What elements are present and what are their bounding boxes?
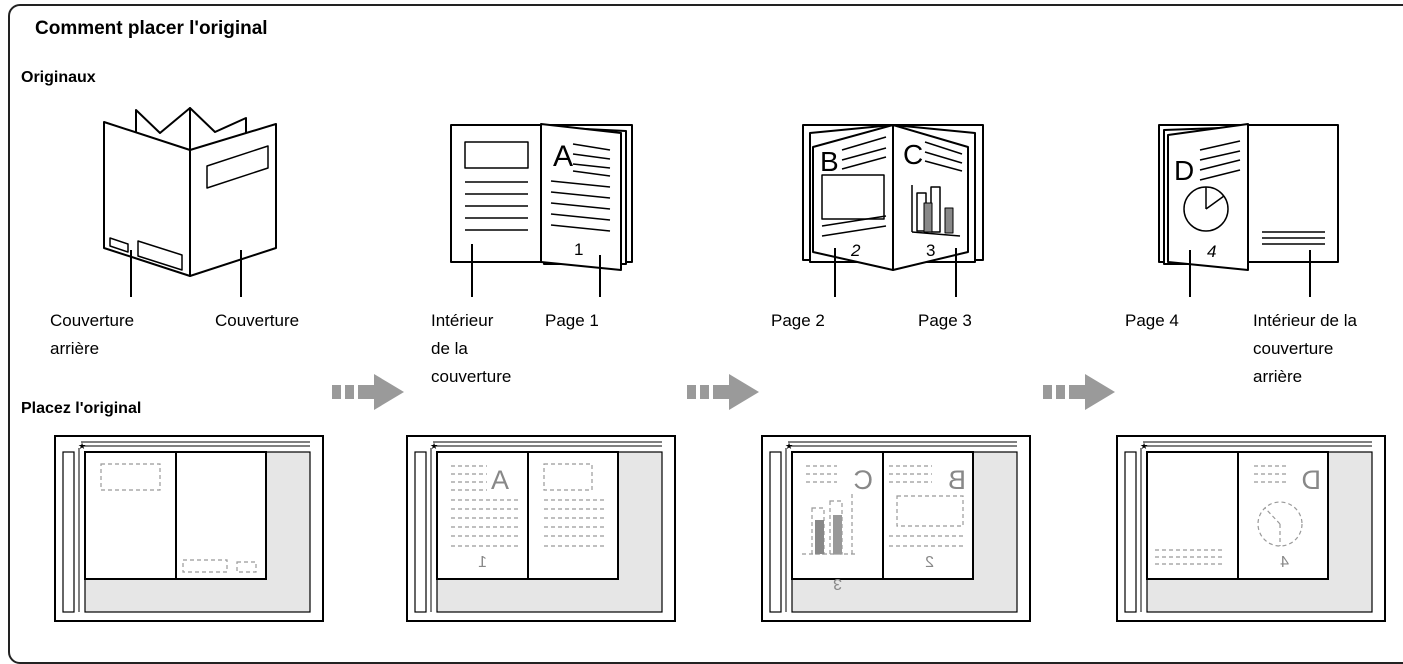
page-title: Comment placer l'original xyxy=(35,18,268,39)
flow-arrow-icon xyxy=(1043,374,1115,410)
glass-letter-b: B xyxy=(948,465,966,495)
section-originals-heading: Originaux xyxy=(21,69,96,86)
book-letter-d: D xyxy=(1174,155,1194,186)
svg-text:★: ★ xyxy=(1140,441,1148,451)
glass-page-number-2: 2 xyxy=(925,554,934,571)
book-page-number-2: 2 xyxy=(850,241,861,260)
book-letter-c: C xyxy=(903,139,923,170)
glass-letter-d: D xyxy=(1302,465,1322,495)
open-book-illustration xyxy=(802,124,984,297)
svg-text:★: ★ xyxy=(785,441,793,451)
label-cover: Couverture xyxy=(215,311,300,330)
glass-letter-a: A xyxy=(491,465,509,495)
label-inside-cover: Intérieur de la couverture xyxy=(431,311,512,386)
platen-glass-illustration: ★ xyxy=(54,435,324,622)
section-place-heading: Placez l'original xyxy=(21,400,142,417)
label-back-cover: Couverture arrière xyxy=(50,311,135,358)
platen-glass-illustration: ★ D 4 xyxy=(1116,435,1386,622)
booklet-illustration xyxy=(103,107,277,297)
label-page-2: Page 2 xyxy=(771,311,825,330)
book-page-number-1: 1 xyxy=(574,240,583,259)
label-page-1: Page 1 xyxy=(545,311,599,330)
label-page-3: Page 3 xyxy=(918,311,972,330)
book-page-number-3: 3 xyxy=(926,241,935,260)
glass-page-number-4: 4 xyxy=(1280,554,1289,571)
flow-arrow-icon xyxy=(687,374,759,410)
platen-glass-illustration: ★ C B 3 2 xyxy=(761,435,1031,622)
svg-text:★: ★ xyxy=(78,441,86,451)
open-book-illustration xyxy=(1158,123,1339,297)
platen-glass-illustration: ★ A 1 xyxy=(406,435,676,622)
book-letter-a: A xyxy=(553,140,573,173)
book-letter-b: B xyxy=(820,146,839,177)
flow-arrow-icon xyxy=(332,374,404,410)
glass-page-number-3: 3 xyxy=(833,575,842,592)
glass-page-number-1: 1 xyxy=(478,554,487,571)
label-inside-back-cover: Intérieur de la couverture arrière xyxy=(1253,311,1357,386)
label-page-4: Page 4 xyxy=(1125,311,1179,330)
svg-text:★: ★ xyxy=(430,441,438,451)
open-book-illustration xyxy=(450,123,633,297)
glass-letter-c: C xyxy=(854,465,874,495)
book-page-number-4: 4 xyxy=(1207,242,1216,261)
flow-arrows xyxy=(332,374,1115,410)
